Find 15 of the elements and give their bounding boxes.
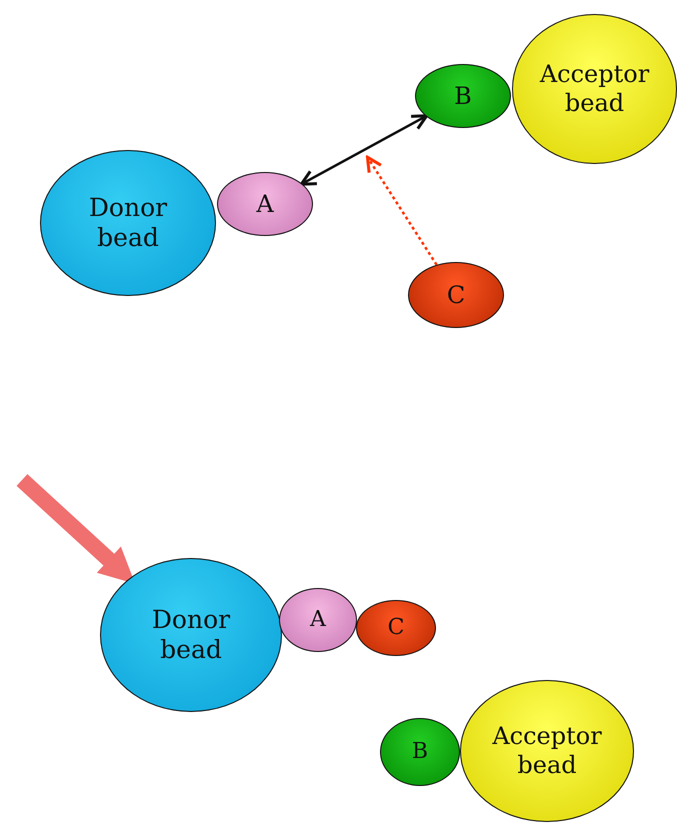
bead-label: Acceptor bead [538,60,650,118]
block-arrow [16,474,135,584]
bead [217,172,313,236]
arrow [300,114,428,186]
arrow [366,156,438,266]
bead-label: B [454,82,472,110]
bead-label: Acceptor bead [491,722,603,780]
bead [415,64,511,128]
bead-label: C [388,614,404,642]
bead-label: C [446,280,466,310]
bead-label: Donor bead [88,193,168,253]
bead-label: B [412,738,428,766]
bead-label: A [256,190,274,218]
bead-label: Donor bead [150,605,232,665]
bead-label: A [310,606,326,634]
